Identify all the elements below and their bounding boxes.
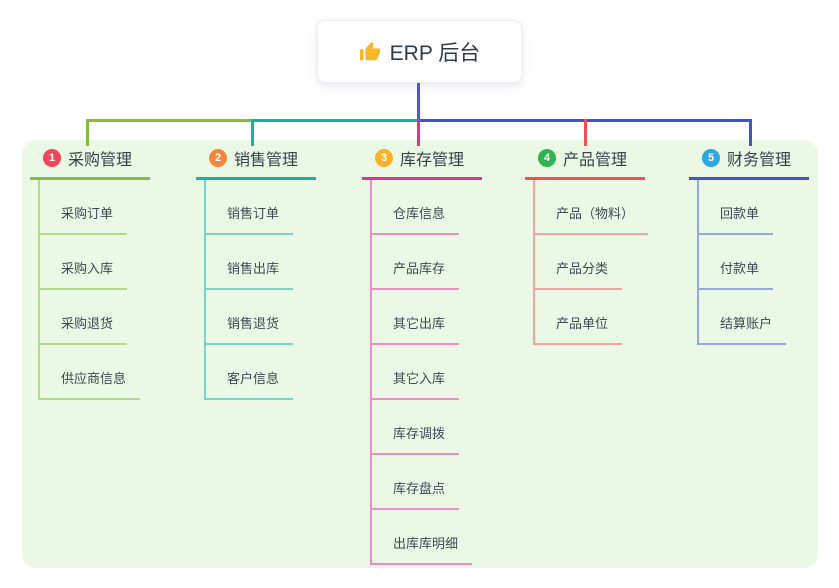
child-label: 回款单 xyxy=(699,203,774,235)
branch-title-label: 库存管理 xyxy=(400,152,465,169)
branches-panel xyxy=(22,140,818,568)
branch-采购管理: 1 采购管理 采购订单 采购入库 采购退货 供应商信息 xyxy=(30,146,151,400)
branch-number-badge: 2 xyxy=(209,149,227,167)
branch-drop-line xyxy=(417,119,420,146)
branch-children: 销售订单 销售出库 销售退货 客户信息 xyxy=(204,180,294,400)
child-label: 付款单 xyxy=(699,258,774,290)
child-label: 仓库信息 xyxy=(372,203,460,235)
branch-title-label: 采购管理 xyxy=(68,152,133,169)
branch-number-badge: 4 xyxy=(538,149,556,167)
branch-销售管理: 2 销售管理 销售订单 销售出库 销售退货 客户信息 xyxy=(196,146,317,400)
child-label: 产品（物料） xyxy=(535,203,649,235)
child-node[interactable]: 仓库信息 xyxy=(372,180,472,235)
root-node[interactable]: ERP 后台 xyxy=(317,20,522,83)
child-node[interactable]: 供应商信息 xyxy=(40,345,141,400)
child-node[interactable]: 销售出库 xyxy=(206,235,294,290)
branch-bus-segment xyxy=(87,119,253,122)
child-node[interactable]: 付款单 xyxy=(699,235,786,290)
child-node[interactable]: 结算账户 xyxy=(699,290,787,345)
branch-children: 回款单 付款单 结算账户 xyxy=(697,180,787,345)
child-label: 采购退货 xyxy=(40,313,128,345)
child-label: 库存调拨 xyxy=(372,423,460,455)
branch-title-label: 销售管理 xyxy=(234,152,299,169)
branch-children: 仓库信息 产品库存 其它出库 其它入库 库存调拨 库存盘点 出库库明细 xyxy=(370,180,473,565)
branch-number-badge: 3 xyxy=(375,149,393,167)
root-connector-line xyxy=(417,83,420,119)
branch-title-label: 财务管理 xyxy=(727,152,792,169)
branch-title-node[interactable]: 2 销售管理 xyxy=(196,146,317,180)
branch-drop-line xyxy=(86,119,89,146)
branch-title-node[interactable]: 4 产品管理 xyxy=(525,146,646,180)
branch-drop-line xyxy=(584,119,587,146)
child-label: 客户信息 xyxy=(206,368,294,400)
child-label: 其它入库 xyxy=(372,368,460,400)
child-node[interactable]: 产品单位 xyxy=(535,290,648,345)
thumbs-up-icon xyxy=(359,41,381,63)
branch-库存管理: 3 库存管理 仓库信息 产品库存 其它出库 其它入库 库存调拨 库存盘点 出库库… xyxy=(362,146,483,565)
branch-number-badge: 5 xyxy=(702,149,720,167)
child-label: 出库库明细 xyxy=(372,533,473,565)
branch-bus-segment xyxy=(253,119,418,122)
branch-title-label: 产品管理 xyxy=(563,152,628,169)
child-node[interactable]: 销售退货 xyxy=(206,290,294,345)
child-label: 销售出库 xyxy=(206,258,294,290)
child-node[interactable]: 采购入库 xyxy=(40,235,140,290)
child-label: 其它出库 xyxy=(372,313,460,345)
child-node[interactable]: 其它出库 xyxy=(372,290,472,345)
child-node[interactable]: 销售订单 xyxy=(206,180,294,235)
child-label: 采购订单 xyxy=(40,203,128,235)
child-label: 采购入库 xyxy=(40,258,128,290)
child-node[interactable]: 库存调拨 xyxy=(372,400,472,455)
branch-title-node[interactable]: 5 财务管理 xyxy=(689,146,810,180)
child-label: 产品分类 xyxy=(535,258,623,290)
child-node[interactable]: 产品库存 xyxy=(372,235,472,290)
branch-title-node[interactable]: 1 采购管理 xyxy=(30,146,151,180)
branch-产品管理: 4 产品管理 产品（物料） 产品分类 产品单位 xyxy=(525,146,649,345)
child-node[interactable]: 客户信息 xyxy=(206,345,294,400)
child-node[interactable]: 库存盘点 xyxy=(372,455,472,510)
branch-drop-line xyxy=(251,119,254,146)
branch-number-badge: 1 xyxy=(43,149,61,167)
root-label: ERP 后台 xyxy=(389,41,481,65)
child-node[interactable]: 采购订单 xyxy=(40,180,140,235)
branch-children: 采购订单 采购入库 采购退货 供应商信息 xyxy=(38,180,141,400)
child-node[interactable]: 产品（物料） xyxy=(535,180,649,235)
child-node[interactable]: 回款单 xyxy=(699,180,786,235)
child-label: 产品单位 xyxy=(535,313,623,345)
branch-财务管理: 5 财务管理 回款单 付款单 结算账户 xyxy=(689,146,810,345)
child-label: 销售退货 xyxy=(206,313,294,345)
branch-title-node[interactable]: 3 库存管理 xyxy=(362,146,483,180)
child-label: 结算账户 xyxy=(699,313,787,345)
branch-drop-line xyxy=(749,119,752,146)
child-node[interactable]: 产品分类 xyxy=(535,235,648,290)
branch-children: 产品（物料） 产品分类 产品单位 xyxy=(533,180,649,345)
child-label: 供应商信息 xyxy=(40,368,141,400)
child-label: 产品库存 xyxy=(372,258,460,290)
child-node[interactable]: 其它入库 xyxy=(372,345,472,400)
child-node[interactable]: 采购退货 xyxy=(40,290,140,345)
child-label: 库存盘点 xyxy=(372,478,460,510)
child-node[interactable]: 出库库明细 xyxy=(372,510,473,565)
child-label: 销售订单 xyxy=(206,203,294,235)
